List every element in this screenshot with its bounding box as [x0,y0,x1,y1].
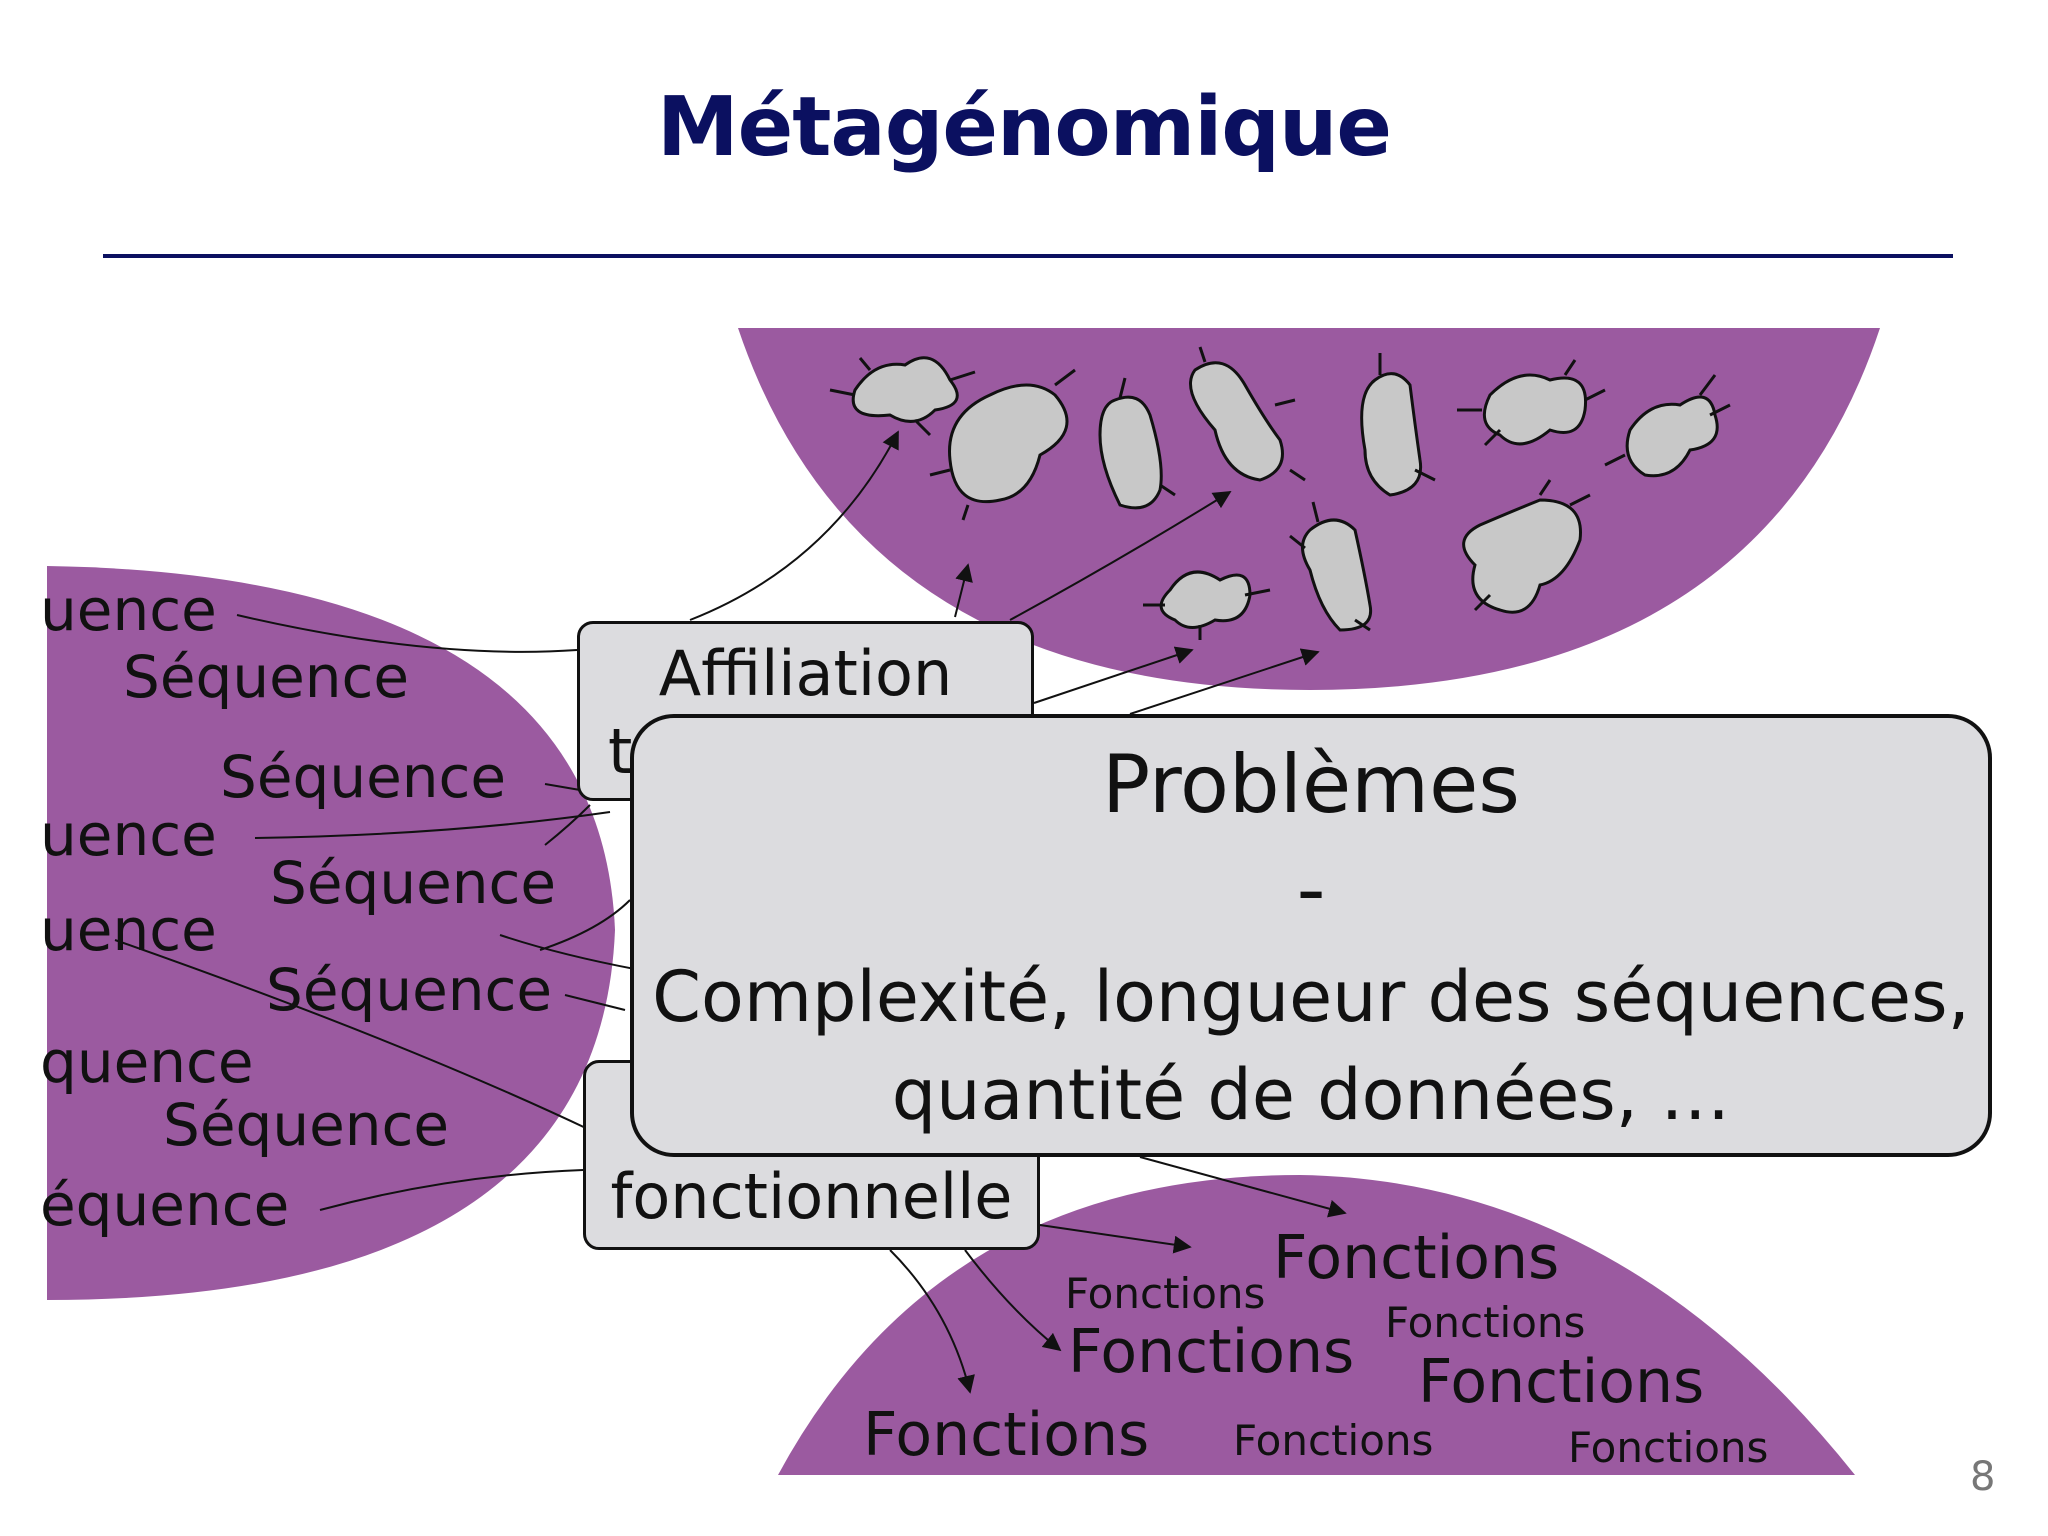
microbe-icon [1098,377,1176,510]
microbe-icon [829,356,976,437]
slide-title: Métagénomique [656,80,1392,175]
microbe-icon [929,368,1076,521]
sequence-label: Séquence [163,1091,449,1159]
connector-arrow [954,563,973,618]
microbe-icon [1462,479,1591,614]
sequence-label: Séquence [270,849,556,917]
connector-arrow [964,1249,1062,1352]
microbe-icon [1143,570,1271,640]
sequence-label: quence [40,1028,254,1096]
connectors-group [114,430,1347,1394]
microbe-icon [1289,501,1373,632]
connector-arrow [1039,1224,1192,1254]
connector-arrow [1009,491,1232,621]
connector-line [114,939,591,1131]
callout-body: Complexité, longueur des séquences, quan… [634,948,1988,1144]
sequence-label: Séquence [220,743,506,811]
microbe-icon [1189,346,1306,482]
connector-line [254,811,611,839]
connector-line [564,994,626,1011]
function-label: Fonctions [1418,1347,1704,1417]
function-label: Fonctions [1385,1298,1585,1347]
connector-arrow [689,430,899,621]
callout-title: Problèmes [1102,738,1520,831]
sequence-label: uence [40,896,217,964]
sequence-region [47,566,615,1300]
microbes-group [829,346,1731,640]
microbe-icon [1360,353,1436,497]
microbe-icon [1457,359,1606,447]
page-number: 8 [1970,1454,1996,1500]
connector-line [319,1169,584,1211]
sequence-label: Séquence [123,643,409,711]
sequence-label: équence [40,1171,289,1239]
connector-arrow [1033,646,1194,704]
callout-line-1: Complexité, longueur des séquences, [652,956,1970,1038]
function-label: Fonctions [1233,1416,1433,1465]
function-label: Fonctions [1068,1317,1354,1387]
callout-dash: - [1296,843,1326,936]
connector-line [539,899,631,951]
sequence-label: uence [40,576,217,644]
connector-arrow [889,1249,975,1394]
affiliation-label: Affiliation [658,637,953,710]
function-label: Fonctions [1568,1423,1768,1472]
function-label: Fonctions [1273,1223,1559,1293]
connector-line [544,783,581,791]
sequence-labels: uence Séquence Séquence uence Séquence u… [40,576,556,1239]
connector-line [544,804,591,846]
connector-arrow [1139,1156,1347,1218]
affiliation-label-cut: t [608,715,633,788]
microbe-icon [1604,374,1731,478]
connector-arrow [1129,648,1320,715]
sequence-label: uence [40,801,217,869]
callout-line-2: quantité de données, … [891,1054,1731,1136]
sequence-label: Séquence [266,956,552,1024]
title-underline [103,254,1953,258]
connector-line [236,614,578,653]
connector-line [499,934,641,971]
functions-region [778,1175,1855,1475]
function-labels: Fonctions Fonctions Fonctions Fonctions … [863,1223,1768,1472]
function-label: Fonctions [1065,1269,1265,1318]
problems-callout: Problèmes - Complexité, longueur des séq… [630,714,1992,1157]
functional-label: fonctionnelle [610,1160,1013,1233]
function-label: Fonctions [863,1400,1149,1470]
